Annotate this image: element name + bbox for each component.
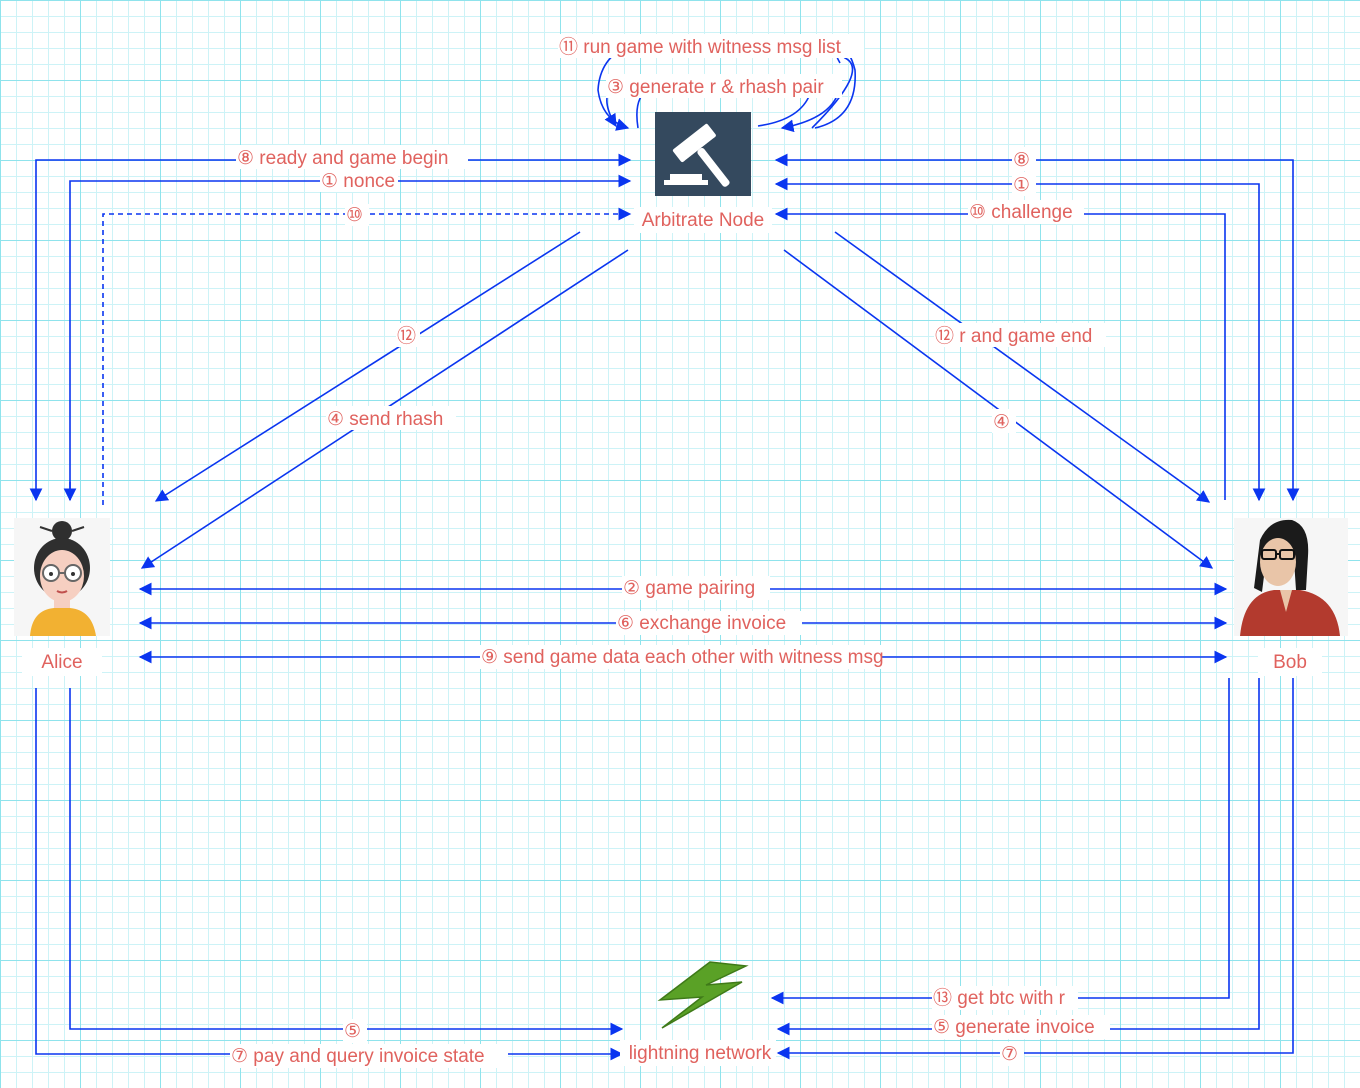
- bob-r-label: ⑫ r and game end: [935, 325, 1092, 347]
- alice-challenge-label: ⑩: [346, 205, 363, 226]
- alice-nonce-arrow: [69, 174, 632, 500]
- generate-r-loop-out: [757, 93, 811, 127]
- bob-nonce-label: ①: [1013, 175, 1030, 196]
- bob-generate-invoice-arrow: [776, 678, 1260, 1036]
- man-avatar-icon: [1234, 518, 1348, 636]
- bob-ready-label: ⑧: [1013, 150, 1030, 171]
- bob-pay-label: ⑦: [1001, 1044, 1018, 1065]
- bob-label: Bob: [1273, 652, 1307, 673]
- lightning-bolt-icon: [657, 961, 749, 1029]
- node-labels: Arbitrate Node Alice Bob lightning netwo…: [22, 207, 1322, 1066]
- woman-avatar-icon: [14, 518, 110, 636]
- bob-pay-arrow: [776, 678, 1294, 1060]
- alice-ready-arrow: [29, 153, 632, 502]
- bob-ready-arrow: [774, 153, 1300, 502]
- alice-nonce-label: ① nonce: [321, 171, 395, 192]
- exchange-invoice-label: ⑥ exchange invoice: [617, 613, 786, 634]
- lightning-network-label: lightning network: [629, 1043, 772, 1064]
- send-game-data-label: ⑨ send game data each other with witness…: [481, 647, 884, 668]
- bob-get-btc-label: ⑬ get btc with r: [933, 987, 1066, 1009]
- alice-ready-label: ⑧ ready and game begin: [237, 148, 448, 169]
- bob-rhash-label: ④: [993, 412, 1010, 433]
- game-pairing-label: ② game pairing: [623, 578, 755, 599]
- bob-r-arrow: [834, 231, 1211, 503]
- connectors: [29, 45, 1300, 1061]
- generate-r-label: ③ generate r & rhash pair: [607, 77, 824, 98]
- bob-challenge-arrow: [774, 207, 1226, 500]
- run-game-label: ⑪ run game with witness msg list: [559, 36, 842, 58]
- alice-label: Alice: [41, 652, 82, 673]
- alice-pay-label: ⑦ pay and query invoice state: [231, 1046, 485, 1067]
- alice-generate-invoice-arrow: [69, 688, 624, 1036]
- alice-generate-invoice-label: ⑤: [344, 1021, 361, 1042]
- bob-generate-invoice-label: ⑤ generate invoice: [933, 1017, 1095, 1038]
- gavel-icon: [655, 112, 751, 196]
- alice-r-label: ⑫: [397, 325, 416, 347]
- bob-challenge-label: ⑩ challenge: [969, 202, 1073, 223]
- alice-pay-arrow: [35, 688, 624, 1061]
- bob-get-btc-arrow: [770, 678, 1230, 1005]
- alice-challenge-arrow: [102, 207, 632, 505]
- arbitrate-node-label: Arbitrate Node: [642, 210, 765, 231]
- alice-rhash-label: ④ send rhash: [327, 409, 443, 430]
- bob-nonce-arrow: [774, 177, 1266, 502]
- labels: ⑪ run game with witness msg list ③ gener…: [230, 34, 1110, 1068]
- alice-r-arrow: [154, 231, 581, 502]
